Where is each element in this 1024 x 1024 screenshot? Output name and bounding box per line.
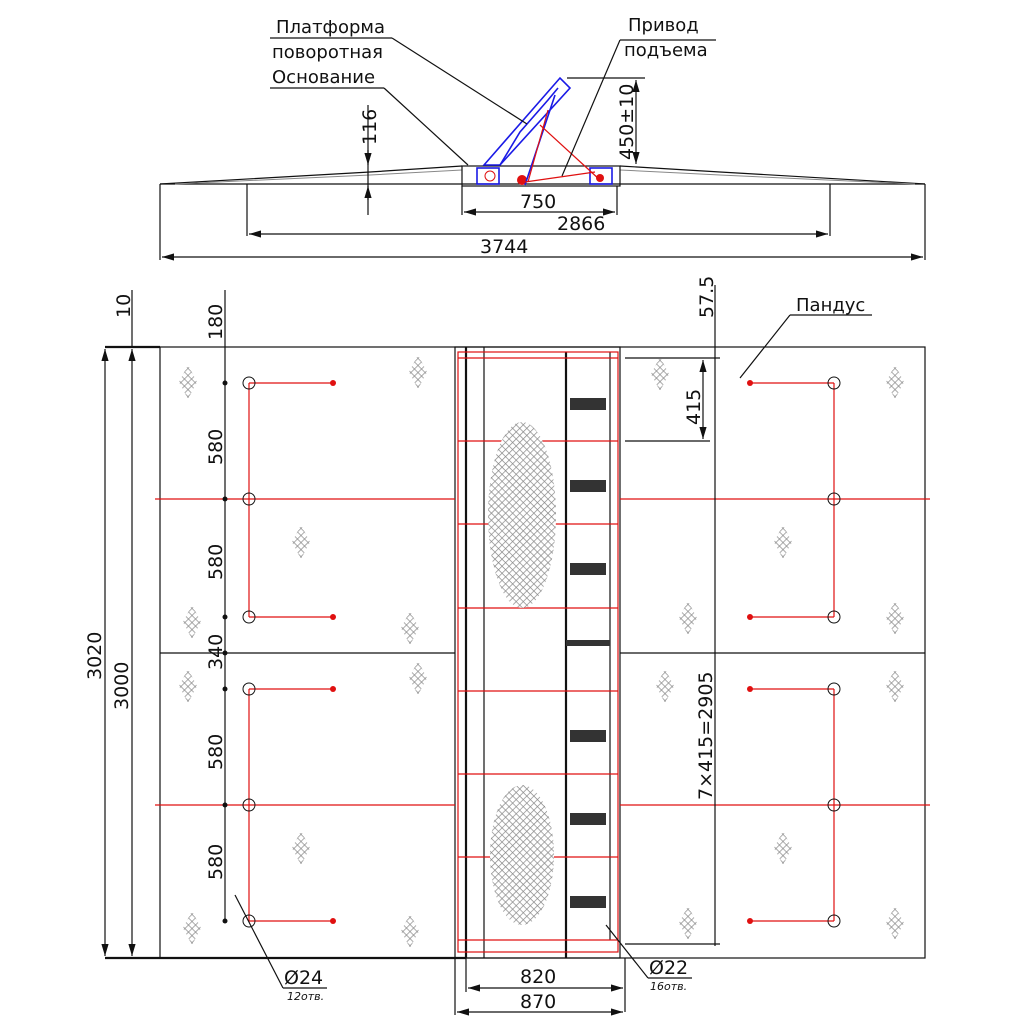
hatched-oval-bottom — [490, 785, 554, 925]
dim-3744: 3744 — [480, 236, 528, 258]
dim-57-5: 57.5 — [696, 276, 718, 318]
plan-view: 3020 3000 10 180 580 580 340 580 580 57.… — [84, 276, 930, 1016]
hatched-oval-top — [488, 422, 556, 608]
dim-3020: 3020 — [84, 632, 106, 680]
dim-10: 10 — [113, 294, 135, 318]
label-drive-line2: подъема — [624, 40, 708, 61]
dim-450: 450±10 — [616, 84, 638, 160]
hole-count-16: 16отв. — [650, 980, 687, 993]
dim-820: 820 — [520, 966, 556, 988]
label-drive-line1: Привод — [628, 15, 699, 36]
hole-count-12: 12отв. — [287, 990, 324, 1003]
elevation-view: Платформа поворотная Основание Привод по… — [159, 15, 926, 261]
dim-750: 750 — [520, 191, 556, 213]
dim-415: 415 — [683, 389, 705, 425]
lifted-platform — [482, 76, 601, 186]
base-frame — [461, 165, 621, 187]
dim-580-3: 580 — [205, 734, 227, 770]
axis-lines — [155, 382, 930, 922]
dim-116: 116 — [359, 109, 381, 145]
dim-580-1: 580 — [205, 429, 227, 465]
dim-580-4: 580 — [205, 844, 227, 880]
hole-diameter-24: Ø24 — [284, 967, 323, 989]
dim-180: 180 — [205, 304, 227, 340]
left-ramp-profile — [159, 165, 463, 185]
label-ramp: Пандус — [796, 295, 865, 316]
drive-brackets — [566, 398, 610, 908]
mounting-holes — [242, 376, 841, 928]
dim-340: 340 — [205, 634, 227, 670]
dim-3000: 3000 — [111, 662, 133, 710]
dim-580-2: 580 — [205, 544, 227, 580]
turning-platform — [454, 346, 621, 959]
hole-diameter-22: Ø22 — [649, 957, 688, 979]
dim-2866: 2866 — [557, 213, 605, 235]
dim-7x415: 7×415=2905 — [695, 671, 717, 800]
label-platform-line1: Платформа — [276, 17, 385, 38]
label-base: Основание — [272, 67, 375, 88]
pitch-lines — [458, 357, 618, 941]
label-platform-line2: поворотная — [272, 42, 383, 63]
right-ramp-profile — [619, 165, 926, 185]
dim-870: 870 — [520, 991, 556, 1013]
